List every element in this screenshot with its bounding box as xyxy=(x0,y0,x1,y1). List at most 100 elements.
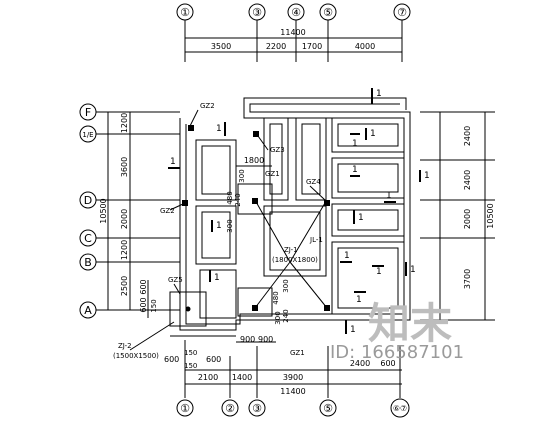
watermark-logo-text: 知末 xyxy=(368,299,452,348)
section-mark-10: 1 xyxy=(214,273,220,283)
watermark: 知末 ID: 166587101 xyxy=(330,299,464,363)
dims-top: 11400 3500 2200 1700 4000 xyxy=(185,28,402,53)
dim-bottom-small-2: 150 xyxy=(184,349,197,357)
dim-bottom-4: 2400 xyxy=(350,359,370,368)
dim-bottom-5: 600 xyxy=(380,359,395,368)
label-gz2-left: GZ2 xyxy=(160,207,175,215)
dim-left-inner-1: 600 xyxy=(139,279,148,294)
dim-top-1: 3500 xyxy=(211,42,231,51)
dim-right-1: 2400 xyxy=(463,126,472,146)
axis-bubbles-bottom: ① ② ③ ⑤ ⑥⑦ xyxy=(176,340,410,418)
label-gz2-top: GZ2 xyxy=(200,102,215,110)
dim-bottom-total: 11400 xyxy=(280,387,305,396)
dim-right-2: 2400 xyxy=(463,170,472,190)
axis-left-F: F xyxy=(85,106,91,119)
dim-top-2: 2200 xyxy=(266,42,286,51)
dim-left-2: 3600 xyxy=(120,157,129,177)
axis-top-5: ⑤ xyxy=(323,6,333,19)
section-mark-11: 1 xyxy=(410,265,416,275)
label-gz3: GZ3 xyxy=(270,146,285,154)
section-mark-16: 1 xyxy=(386,191,392,201)
axis-bubbles-top: ① ③ ④ ⑤ ⑦ xyxy=(176,3,411,62)
label-gz1-bottom: GZ1 xyxy=(290,349,305,357)
axis-bubbles-left: F 1/E D C B A xyxy=(79,103,180,319)
axis-bottom-2: ② xyxy=(225,402,235,415)
dim-right-3: 2000 xyxy=(463,209,472,229)
inner-dim-300d: 300 xyxy=(274,311,282,324)
label-gz5: GZ5 xyxy=(168,276,183,284)
section-mark-15: 1 xyxy=(350,325,356,335)
inner-dim-480b: 480 xyxy=(272,291,280,304)
dim-left-3: 2000 xyxy=(120,209,129,229)
inner-dims: 1800 300 480 240 300 480 240 300 300 xyxy=(226,156,290,325)
axis-top-1: ① xyxy=(180,6,190,19)
dims-bottom-small: 600 150 600 150 900 900 xyxy=(164,335,276,370)
label-jl1: JL-1 xyxy=(309,236,323,244)
axis-bottom-5: ⑤ xyxy=(323,402,333,415)
dim-bottom-1: 2100 xyxy=(198,373,218,382)
dim-bottom-small-3: 600 xyxy=(206,355,221,364)
dim-top-3: 1700 xyxy=(302,42,322,51)
label-gz1-mid: GZ1 xyxy=(265,170,280,178)
axis-top-7: ⑦ xyxy=(397,6,407,19)
section-mark-13: 1 xyxy=(376,267,382,277)
section-mark-9: 1 xyxy=(216,221,222,231)
dim-bottom-2: 1400 xyxy=(232,373,252,382)
inner-dim-300a: 300 xyxy=(238,169,246,182)
dims-right: 2400 2400 2000 3700 10500 xyxy=(420,111,495,321)
label-gz4: GZ4 xyxy=(306,178,321,186)
dim-left-5: 2500 xyxy=(120,276,129,296)
watermark-id: ID: 166587101 xyxy=(330,342,464,363)
inner-dim-240b: 240 xyxy=(282,309,290,322)
section-mark-4: 1 xyxy=(370,129,376,139)
dim-left-1: 1200 xyxy=(120,113,129,133)
section-mark-12: 1 xyxy=(344,251,350,261)
foundation-outline xyxy=(169,97,411,331)
section-mark-3: 1 xyxy=(170,157,176,167)
label-zj1-size: (1800X1800) xyxy=(272,256,318,264)
label-zj2-size: (1500X1500) xyxy=(113,352,159,360)
dim-bottom-small-5: 900 xyxy=(240,335,255,344)
section-mark-5: 1 xyxy=(352,139,358,149)
dim-right-total: 10500 xyxy=(486,203,495,228)
inner-dim-300c: 300 xyxy=(282,279,290,292)
axis-top-3: ③ xyxy=(252,6,262,19)
axis-left-D: D xyxy=(84,194,92,207)
section-mark-1: 1 xyxy=(376,89,382,99)
axis-bottom-3: ③ xyxy=(252,402,262,415)
axis-bottom-1: ① xyxy=(180,402,190,415)
axis-left-1E: 1/E xyxy=(82,131,93,139)
inner-dim-240a: 240 xyxy=(234,193,242,206)
dim-top-4: 4000 xyxy=(355,42,375,51)
axis-bottom-67: ⑥⑦ xyxy=(393,404,407,413)
inner-dim-1800: 1800 xyxy=(244,156,264,165)
label-zj1: ZJ-1 xyxy=(284,246,298,254)
dim-bottom-small-4: 150 xyxy=(184,362,197,370)
label-zj2: ZJ-2 xyxy=(118,342,132,350)
axis-top-4: ④ xyxy=(291,6,301,19)
section-marks: 1 1 1 1 1 1 1 1 1 1 1 1 1 1 1 1 xyxy=(168,88,430,335)
axis-left-A: A xyxy=(84,304,92,317)
dim-bottom-3: 3900 xyxy=(283,373,303,382)
section-mark-14: 1 xyxy=(356,295,362,305)
inner-dim-480a: 480 xyxy=(226,191,234,204)
dim-left-4: 1200 xyxy=(120,240,129,260)
section-mark-7: 1 xyxy=(352,165,358,175)
dim-bottom-small-1: 600 xyxy=(164,355,179,364)
axis-left-B: B xyxy=(84,256,92,269)
section-mark-6: 1 xyxy=(424,171,430,181)
inner-dim-300b: 300 xyxy=(226,219,234,232)
section-mark-8: 1 xyxy=(358,213,364,223)
dim-left-inner-3: 150 xyxy=(150,299,158,312)
dims-left: 10500 1200 3600 2000 1200 2500 600 600 1… xyxy=(99,112,158,318)
dim-left-total: 10500 xyxy=(99,198,108,223)
section-mark-2: 1 xyxy=(216,124,222,134)
beam-labels: GZ2 GZ3 GZ1 GZ4 GZ2 GZ1 GZ5 JL-1 ZJ-1 (1… xyxy=(113,102,326,360)
axis-left-C: C xyxy=(84,232,92,245)
dim-left-inner-2: 600 xyxy=(139,297,148,312)
dim-bottom-small-6: 900 xyxy=(258,335,273,344)
dim-top-total: 11400 xyxy=(280,28,305,37)
dims-bottom: 2100 1400 3900 2400 600 11400 xyxy=(185,359,402,396)
